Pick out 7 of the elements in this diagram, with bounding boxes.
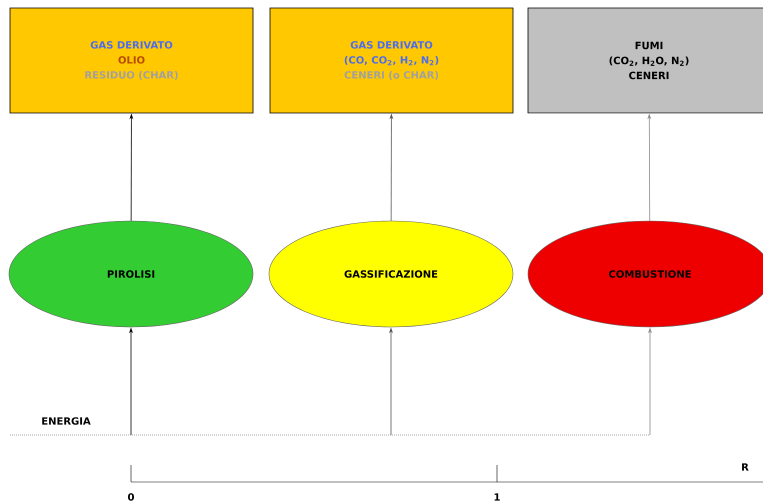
axis-label: ENERGIA [42, 417, 91, 425]
product-box: FUMI (CO$_{2}$, H$_{2}$O, N$_{2}$) CENERI [528, 8, 763, 114]
axis-label: 1 [494, 493, 500, 501]
product-box: GAS DERIVATO (CO, CO$_{2}$, H$_{2}$, N$_{2}$) CENERI (o CHAR) [270, 8, 514, 114]
axis-label: 0 [128, 493, 134, 501]
axis-label: R [742, 463, 749, 471]
product-box: GAS DERIVATO OLIO RESIDUO (CHAR) [10, 8, 254, 114]
